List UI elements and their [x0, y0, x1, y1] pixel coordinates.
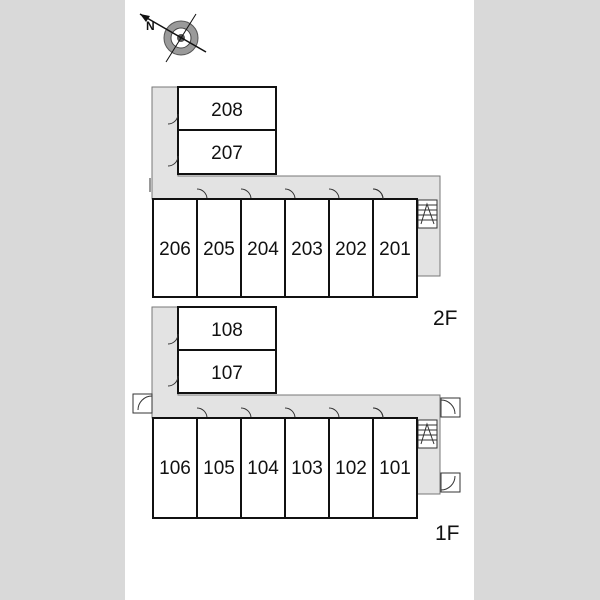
unit-number: 206 [159, 239, 191, 260]
unit-number: 105 [203, 458, 235, 479]
unit-number: 204 [247, 239, 279, 260]
entrance-gate-left [132, 393, 153, 414]
unit-number: 103 [291, 458, 323, 479]
door-icon [167, 113, 179, 125]
unit-104: 104 [240, 407, 296, 519]
unit-206: 206 [152, 188, 208, 298]
unit-103: 103 [284, 407, 340, 519]
floor-label-2f: 2F [433, 307, 458, 330]
unit-number: 108 [211, 320, 243, 341]
unit-204: 204 [240, 188, 296, 298]
floor-label-1f: 1F [435, 522, 460, 545]
entrance-gate-right-top [440, 397, 461, 418]
unit-106: 106 [152, 407, 208, 519]
compass-north-letter: N [146, 19, 155, 33]
floor-2f: 208 207 206 205 204 203 [149, 86, 458, 330]
unit-203: 203 [284, 188, 340, 298]
unit-number: 104 [247, 458, 279, 479]
unit-number: 106 [159, 458, 191, 479]
unit-number: 107 [211, 363, 243, 384]
unit-number: 102 [335, 458, 367, 479]
unit-107: 107 [167, 349, 277, 394]
entrance-gate-right-bottom [440, 472, 461, 493]
unit-108: 108 [167, 306, 277, 351]
unit-101: 101 [372, 407, 418, 519]
door-icon [372, 188, 384, 200]
door-icon [167, 155, 179, 167]
unit-number: 101 [379, 458, 411, 479]
floor-1f: 108 107 106 105 104 103 [132, 306, 461, 545]
unit-number: 207 [211, 143, 243, 164]
unit-number: 205 [203, 239, 235, 260]
unit-105: 105 [196, 407, 252, 519]
unit-207: 207 [167, 129, 277, 175]
unit-number: 203 [291, 239, 323, 260]
unit-number: 201 [379, 239, 411, 260]
stair-icon [417, 199, 438, 229]
compass-icon: N [139, 13, 207, 63]
door-icon [167, 333, 179, 345]
unit-number: 202 [335, 239, 367, 260]
stair-icon [417, 419, 438, 449]
unit-201: 201 [372, 188, 418, 298]
unit-102: 102 [328, 407, 384, 519]
door-icon [372, 407, 384, 419]
unit-number: 208 [211, 100, 243, 121]
unit-205: 205 [196, 188, 252, 298]
unit-208: 208 [167, 86, 277, 131]
door-icon [167, 375, 179, 387]
